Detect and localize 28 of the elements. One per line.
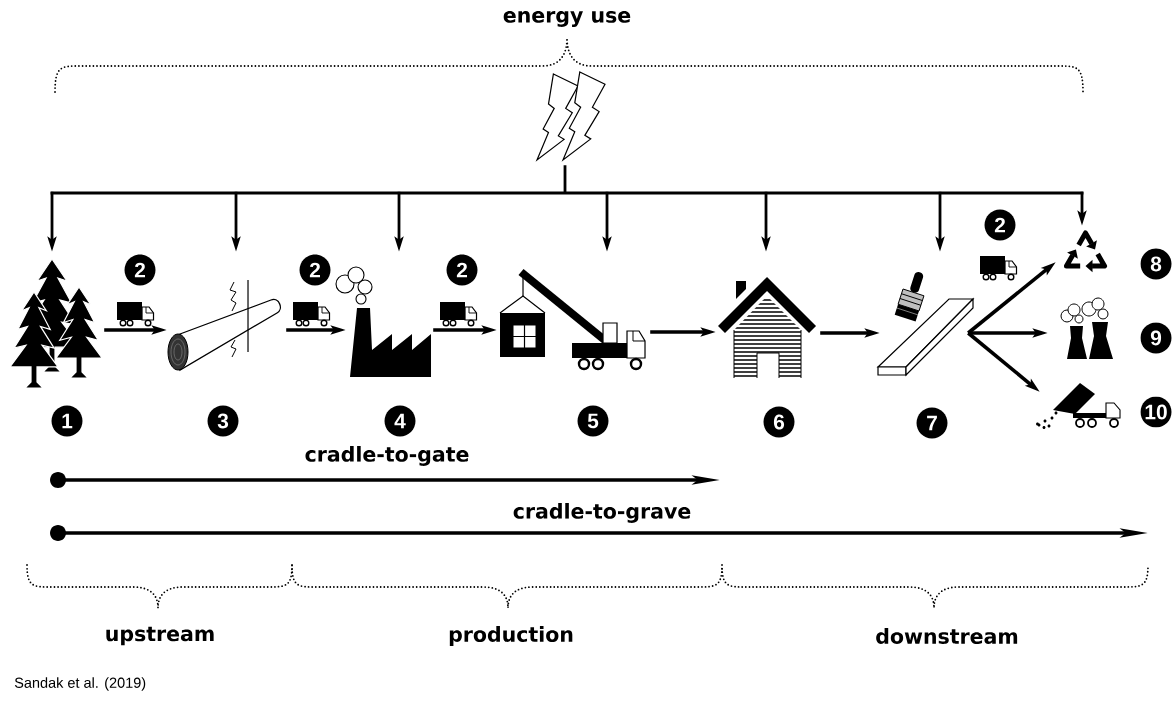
callout-number: 3: [207, 405, 239, 437]
brace-label: downstream: [876, 628, 1018, 644]
crane-icon: [499, 268, 646, 371]
callout-number: 2: [984, 209, 1016, 241]
callout-number: 7: [916, 407, 948, 439]
arrow-label: cradle-to-grave: [513, 503, 691, 523]
house-icon: [718, 277, 816, 379]
callout-number: 6: [763, 406, 795, 438]
callout-number: 8: [1140, 248, 1172, 280]
recycling-icon: [1063, 230, 1108, 273]
brace-label: upstream: [106, 626, 214, 646]
log-icon: [167, 279, 281, 371]
callout-number: 2: [299, 254, 331, 286]
arrow-label: cradle-to-gate: [305, 446, 469, 466]
callout-number: 5: [577, 405, 609, 437]
callout-number: 1: [51, 405, 83, 437]
callout-number: 9: [1140, 322, 1172, 354]
callout-number: 4: [384, 405, 416, 437]
lightning-icon: [535, 71, 606, 162]
brace-label: energy use: [503, 11, 631, 27]
factory-icon: [335, 266, 431, 377]
brace-label: production: [449, 626, 573, 646]
callout-number: 10: [1140, 396, 1172, 428]
source-note: Sandak et al. (2019): [14, 677, 146, 691]
dump-truck-icon: [1036, 383, 1121, 429]
callout-number: 2: [124, 254, 156, 286]
power-plant-icon: [1060, 297, 1113, 359]
callout-number: 2: [446, 254, 478, 286]
